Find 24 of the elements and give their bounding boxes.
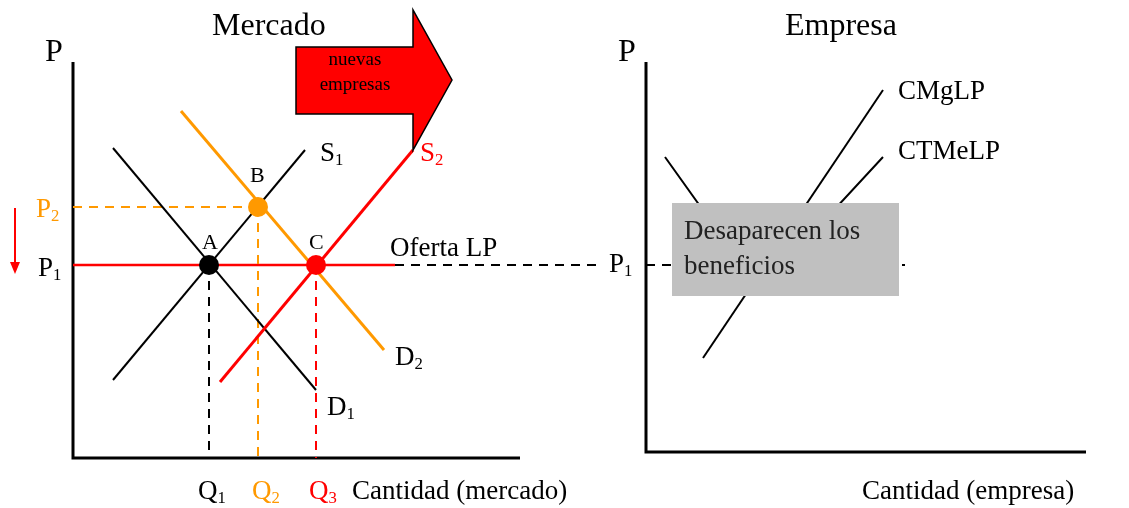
- axis-label: D$_{2}$: [395, 342, 423, 370]
- arrow-label: nuevas empresas: [318, 47, 392, 96]
- axis-label: B: [250, 164, 265, 186]
- axis-label: Cantidad (mercado): [352, 476, 568, 504]
- axis-label: Mercado: [212, 8, 326, 40]
- axis-label: CTMeLP: [898, 136, 1000, 164]
- axis-label: Cantidad (empresa): [862, 476, 1075, 504]
- axis-label: A: [202, 231, 218, 253]
- axis-label: Empresa: [785, 8, 897, 40]
- axis-label: P$_{1}$: [38, 253, 62, 281]
- note-box: Desaparecen los beneficios: [672, 203, 899, 296]
- axis-label: D$_{1}$: [327, 392, 355, 420]
- axis-label: Oferta LP: [390, 233, 498, 261]
- axis-label: Q$_{2}$: [252, 476, 280, 504]
- axis-label: P: [618, 34, 636, 66]
- axis-label: C: [309, 231, 324, 253]
- axis-label: P$_{2}$: [36, 194, 60, 222]
- axis-label: S$_{1}$: [320, 138, 344, 166]
- axis-label: Q$_{1}$: [198, 476, 226, 504]
- axis-label: Q$_{3}$: [309, 476, 337, 504]
- axis-label: CMgLP: [898, 76, 986, 104]
- axis-label: P$_{1}$: [609, 249, 633, 277]
- axis-label: S$_{2}$: [420, 138, 444, 166]
- axis-label: P: [45, 34, 63, 66]
